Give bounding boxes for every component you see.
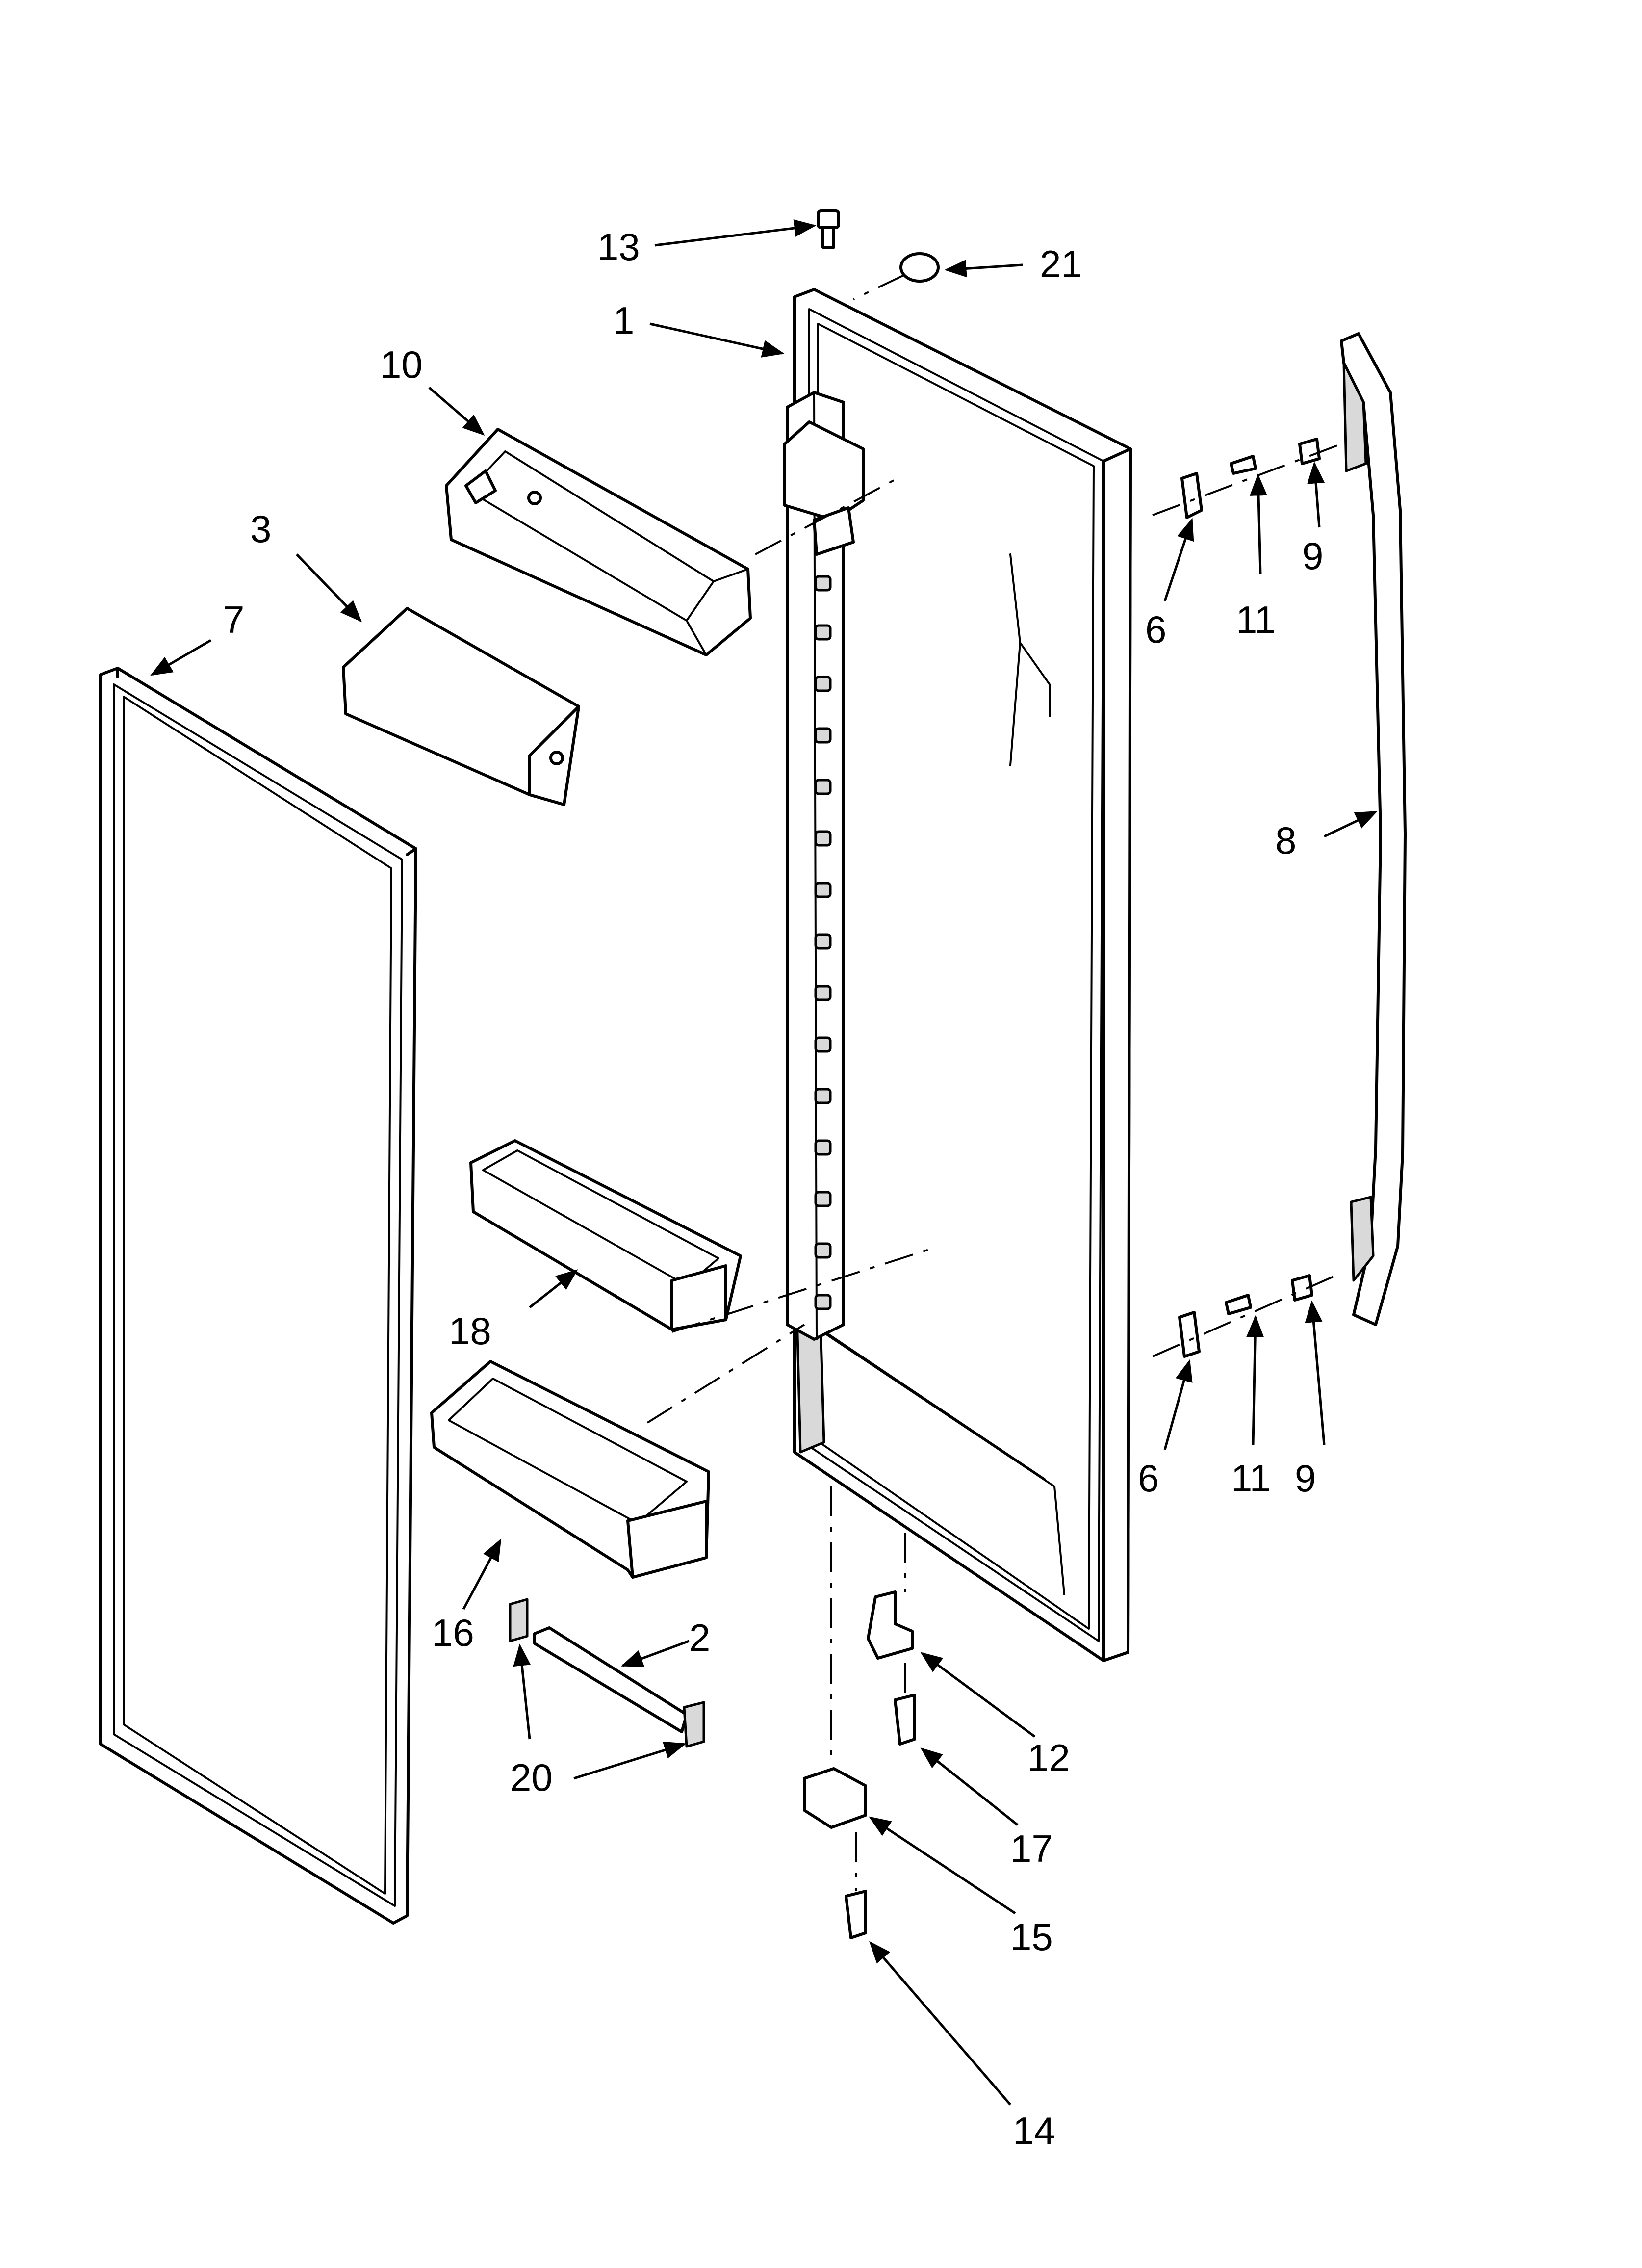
large-door-bin	[430, 1360, 710, 1579]
upper-handle-mount	[1152, 438, 1342, 519]
lower-handle-mount	[1152, 1272, 1342, 1358]
callout-15: 15	[1010, 1915, 1053, 1958]
callout-1: 1	[613, 299, 634, 342]
callout-11b: 11	[1231, 1457, 1271, 1500]
door-liner	[783, 288, 1132, 1662]
door-shelf-bin	[469, 1139, 742, 1331]
callout-9b: 9	[1295, 1457, 1316, 1500]
door-gasket	[99, 667, 417, 1925]
callout-20: 20	[510, 1756, 553, 1799]
callout-6a: 6	[1145, 608, 1166, 651]
callout-16: 16	[432, 1611, 474, 1654]
top-hinge-bushing	[817, 209, 840, 249]
callout-9a: 9	[1302, 534, 1323, 577]
shelf-slots	[814, 575, 832, 1310]
bin-cover	[342, 607, 580, 806]
callout-18: 18	[449, 1309, 491, 1353]
callout-3: 3	[250, 507, 271, 550]
callout-10: 10	[380, 343, 423, 386]
callout-14: 14	[1013, 2109, 1055, 2152]
upper-bin-housing	[445, 428, 752, 656]
callout-2: 2	[689, 1616, 710, 1659]
callout-13: 13	[597, 225, 640, 268]
lower-hinge-assembly	[803, 1486, 916, 1939]
callout-11a: 11	[1236, 598, 1276, 641]
callout-labels: 13 21 1 10 3 7 9 6 11 8 18 6 11 9 16 2 2…	[223, 225, 1323, 2152]
shelf-rail	[509, 1598, 705, 1748]
callout-12: 12	[1027, 1736, 1070, 1779]
callout-leaders	[150, 219, 1378, 2106]
door-handle	[1340, 332, 1407, 1326]
callout-21: 21	[1040, 242, 1082, 286]
assembly-lines	[646, 274, 932, 1424]
callout-7: 7	[223, 598, 244, 641]
callout-17: 17	[1010, 1827, 1053, 1870]
hinge-washer	[899, 252, 940, 283]
callout-8: 8	[1275, 819, 1296, 862]
callout-6b: 6	[1138, 1457, 1159, 1500]
